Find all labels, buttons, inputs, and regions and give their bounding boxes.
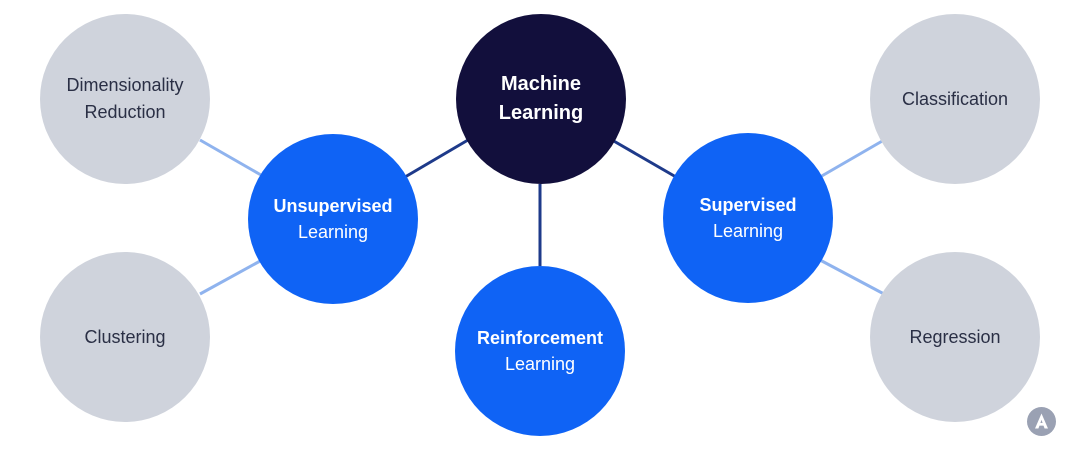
node-classification: Classification <box>870 14 1040 184</box>
node-unsupervised-line1: Unsupervised <box>273 196 393 216</box>
a-logo-icon <box>1027 407 1056 436</box>
edge-unsupervised-clustering <box>199 258 263 296</box>
node-unsupervised-learning: Unsupervised Learning <box>248 134 418 304</box>
node-regression: Regression <box>870 252 1040 422</box>
node-machine-learning: Machine Learning <box>456 14 626 184</box>
node-supervised-learning: Supervised Learning <box>663 133 833 303</box>
edge-root-supervised <box>611 138 677 179</box>
edge-supervised-regression <box>819 258 885 296</box>
node-dimensionality-reduction: Dimensionality Reduction <box>40 14 210 184</box>
node-reinforcement-learning: Reinforcement Learning <box>455 266 625 436</box>
node-classification-label: Classification <box>901 88 1009 109</box>
edge-supervised-classification <box>819 138 885 179</box>
node-machine-learning-line2: Learning <box>498 102 584 124</box>
node-reinforcement-line2: Learning <box>504 354 576 374</box>
node-supervised-line2: Learning <box>712 221 784 241</box>
node-dimensionality-line2: Reduction <box>84 102 166 122</box>
edge-unsupervised-dimensionality <box>199 138 262 177</box>
node-reinforcement-line1: Reinforcement <box>476 328 604 348</box>
node-dimensionality-line1: Dimensionality <box>66 75 184 95</box>
node-supervised-line1: Supervised <box>699 195 797 215</box>
node-machine-learning-line1: Machine <box>500 73 582 95</box>
edge-root-unsupervised <box>404 138 469 179</box>
node-clustering-label: Clustering <box>84 326 166 347</box>
node-regression-label: Regression <box>909 326 1001 347</box>
node-clustering: Clustering <box>40 252 210 422</box>
node-unsupervised-line2: Learning <box>297 222 369 242</box>
